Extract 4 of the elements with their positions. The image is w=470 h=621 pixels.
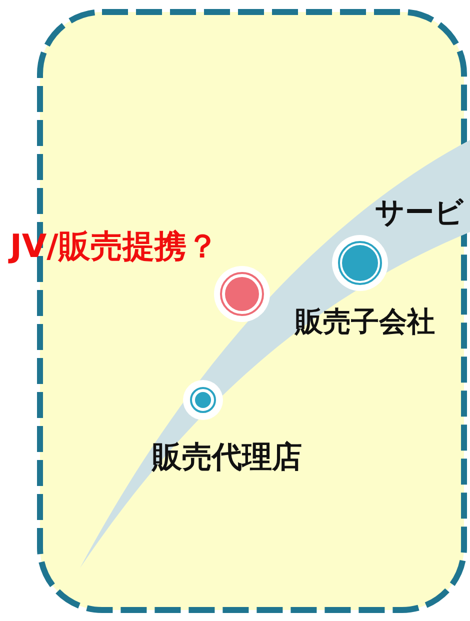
place-label: サービ <box>375 198 464 227</box>
question-label: JV/販売提携？ <box>10 230 218 262</box>
place-label: 販売代理店 <box>152 443 302 473</box>
place-label: 販売子会社 <box>295 308 435 336</box>
